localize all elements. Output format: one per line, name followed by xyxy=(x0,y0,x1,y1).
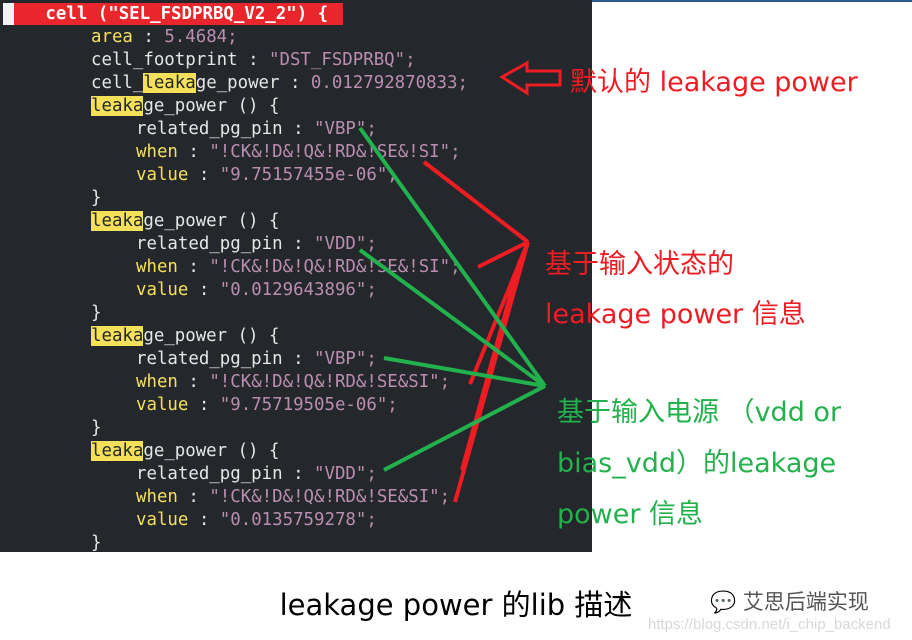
pin-line: related_pg_pin : "VDD"; xyxy=(136,464,377,484)
supply-label-2: bias_vdd）的leakage xyxy=(557,448,837,479)
pin-line: related_pg_pin : "VBP"; xyxy=(136,349,377,369)
value-line: value : "9.75719505e-06"; xyxy=(136,395,398,415)
leakage-block-header: leakage_power () { xyxy=(91,441,280,461)
leakage-block-header: leakage_power () { xyxy=(91,326,280,346)
supply-lines xyxy=(358,126,547,472)
green-line xyxy=(383,356,546,388)
watermark-url: https://blog.csdn.net/i_chip_backend xyxy=(648,616,891,633)
caption: leakage power 的lib 描述 xyxy=(279,588,633,622)
red-line xyxy=(422,160,530,244)
supply-label-3: power 信息 xyxy=(557,499,704,530)
green-line xyxy=(383,384,546,472)
close-brace: } xyxy=(91,418,102,438)
wechat-icon: 💬 xyxy=(710,590,737,614)
leakage-block-header: leakage_power () { xyxy=(91,211,280,231)
state-lines xyxy=(422,160,530,503)
cell-leakage-line: cell_leakage_power : 0.012792870833; xyxy=(91,73,468,93)
watermark-name: 艾思后端实现 xyxy=(742,590,869,614)
close-brace: } xyxy=(91,188,102,208)
when-line: when : "!CK&!D&!Q&!RD&!SE&SI"; xyxy=(136,372,451,392)
green-line xyxy=(358,126,547,388)
cell-header: cell ("SEL_FSDPRBQ_V2_2") { xyxy=(3,3,343,25)
value-line: value : "9.75157455e-06"; xyxy=(136,165,398,185)
default-leakage-label: 默认的 leakage power xyxy=(570,67,858,98)
default-arrow xyxy=(499,60,562,96)
when-line: when : "!CK&!D&!Q&!RD&!SE&!SI"; xyxy=(136,142,461,162)
pin-line: related_pg_pin : "VBP"; xyxy=(136,119,377,139)
close-brace: } xyxy=(91,533,102,553)
green-line xyxy=(358,248,547,388)
when-line: when : "!CK&!D&!Q&!RD&!SE&!SI"; xyxy=(136,257,461,277)
code-panel: cell ("SEL_FSDPRBQ_V2_2") { area : 5.468… xyxy=(0,0,592,553)
state-label-2: leakage power 信息 xyxy=(545,299,806,330)
value-line: value : "0.0129643896"; xyxy=(136,280,377,300)
value-line: value : "0.0135759278"; xyxy=(136,510,377,530)
when-line: when : "!CK&!D&!Q&!RD&!SE&SI"; xyxy=(136,487,451,507)
red-line xyxy=(477,240,529,269)
footprint-line: cell_footprint : "DST_FSDPRBQ"; xyxy=(91,50,416,70)
close-brace: } xyxy=(91,303,102,323)
red-line xyxy=(460,259,522,471)
window-edge xyxy=(592,0,912,2)
watermark: 💬 艾思后端实现 xyxy=(710,586,869,616)
cursor xyxy=(3,3,14,25)
state-label-1: 基于输入状态的 xyxy=(545,249,734,280)
area-line: area : 5.4684; xyxy=(91,27,238,47)
leakage-block-header: leakage_power () { xyxy=(91,96,280,116)
supply-label-1: 基于输入电源 （vdd or xyxy=(557,397,842,428)
